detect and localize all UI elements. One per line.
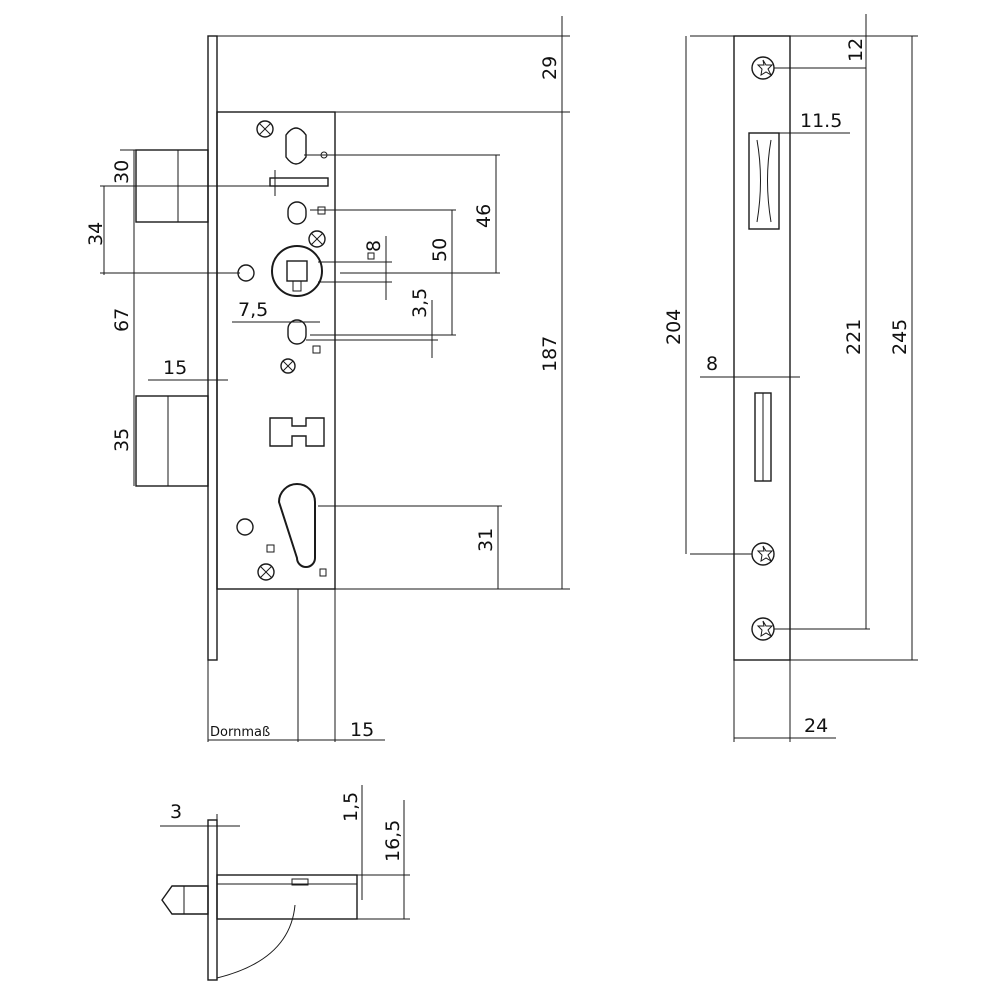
forend-plate	[207, 35, 218, 661]
top-case	[216, 874, 358, 920]
follower-hub	[271, 245, 323, 297]
dim-221: 221	[843, 319, 865, 355]
dim-204: 204	[663, 309, 685, 345]
dim-8-side: 8	[706, 353, 718, 375]
dim-3-5: 3,5	[409, 288, 431, 318]
dim-7-5: 7,5	[238, 299, 268, 321]
spindle-slot	[287, 201, 307, 225]
dim-67: 67	[111, 308, 133, 332]
screw-icon	[280, 358, 296, 374]
dim-31: 31	[475, 528, 497, 552]
backset-label: Dornmaß	[210, 725, 270, 740]
dim-15-top: 15	[163, 357, 187, 379]
dim-12: 12	[845, 38, 867, 62]
dim-11-5: 11.5	[800, 110, 842, 132]
dim-245: 245	[889, 319, 911, 355]
dim-24: 24	[804, 715, 828, 737]
dim-1-5: 1,5	[340, 792, 362, 822]
dim-15-bottom: 15	[350, 719, 374, 741]
latch-follower	[285, 127, 307, 165]
latch-opening	[748, 132, 780, 230]
screw-icon	[256, 120, 274, 138]
top-latch	[161, 885, 209, 915]
lower-slot	[287, 319, 307, 345]
fixing-hole	[237, 264, 255, 282]
faceplate-outline	[733, 35, 791, 661]
dim-29: 29	[539, 56, 561, 80]
dim-16-5: 16,5	[382, 820, 404, 862]
dim-34: 34	[85, 222, 107, 246]
top-view: 3 1,5 16,5	[160, 785, 410, 981]
top-forend	[207, 819, 218, 981]
dim-35: 35	[111, 428, 133, 452]
dim-3: 3	[170, 801, 182, 823]
square-spindle-hole	[286, 260, 308, 282]
bolt-tumbler	[269, 417, 325, 447]
dead-bolt	[135, 395, 209, 487]
dim-50: 50	[429, 238, 451, 262]
screw-icon	[257, 563, 275, 581]
door-swing-arc	[216, 904, 296, 979]
lock-case	[216, 111, 336, 590]
torx-screw-icon	[751, 542, 775, 566]
dim-187: 187	[539, 336, 561, 372]
torx-screw-icon	[751, 617, 775, 641]
dim-30: 30	[111, 160, 133, 184]
screw-icon	[308, 230, 326, 248]
latch-lever	[269, 177, 329, 187]
cylinder-cutout	[277, 483, 316, 568]
dim-8-front: 8	[363, 240, 385, 252]
torx-screw-icon	[751, 56, 775, 80]
faceplate-view: 204 12 11.5 221 245 8 24	[663, 14, 918, 742]
dim-46: 46	[473, 204, 495, 228]
fixing-hole	[236, 518, 254, 536]
front-view: 29 187 46 50 3,5 8 7,5 30 34 67	[85, 16, 570, 742]
